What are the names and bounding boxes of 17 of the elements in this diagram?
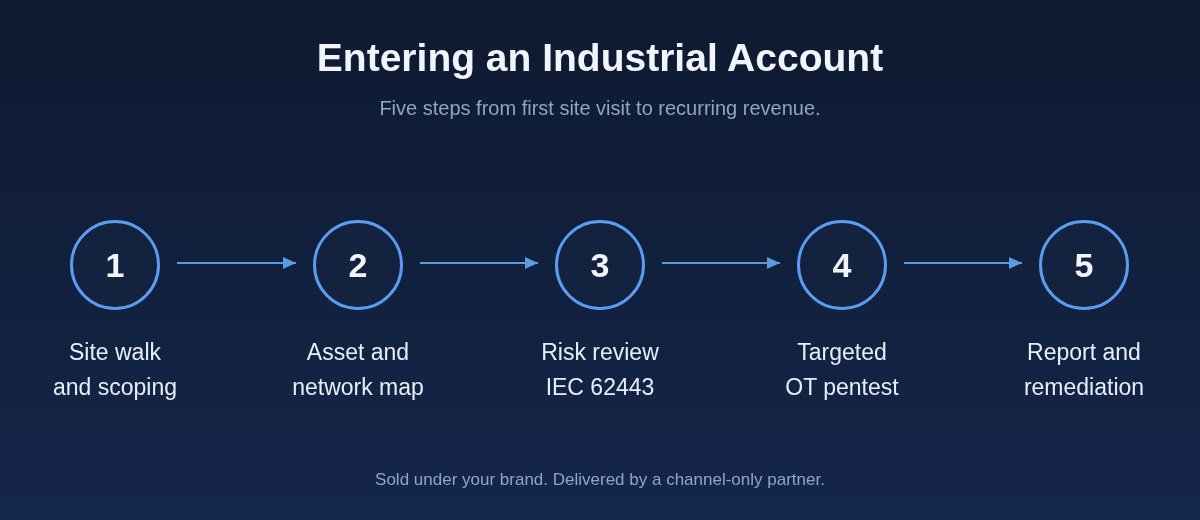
step-label: Asset and network map: [291, 338, 425, 402]
arrow: [176, 257, 297, 269]
step-number: 1: [105, 248, 125, 282]
arrow: [903, 257, 1023, 269]
subtitle: Five steps from first site visit to recurring revenue.: [379, 96, 821, 121]
step-number: 5: [1074, 248, 1094, 282]
step-label: Risk review IEC 62443: [540, 338, 660, 402]
step-number: 2: [348, 248, 368, 282]
step-label: Site walk and scoping: [51, 338, 178, 402]
arrow: [419, 257, 539, 269]
step-number: 3: [590, 248, 610, 282]
title: Entering an Industrial Account: [316, 35, 884, 81]
step-label: Report and remediation: [1022, 338, 1146, 402]
step-number: 4: [832, 248, 852, 282]
step-label: Targeted OT pentest: [784, 338, 900, 402]
arrow: [661, 257, 781, 269]
caption: Sold under your brand. Delivered by a channel-only partner.: [375, 469, 825, 491]
